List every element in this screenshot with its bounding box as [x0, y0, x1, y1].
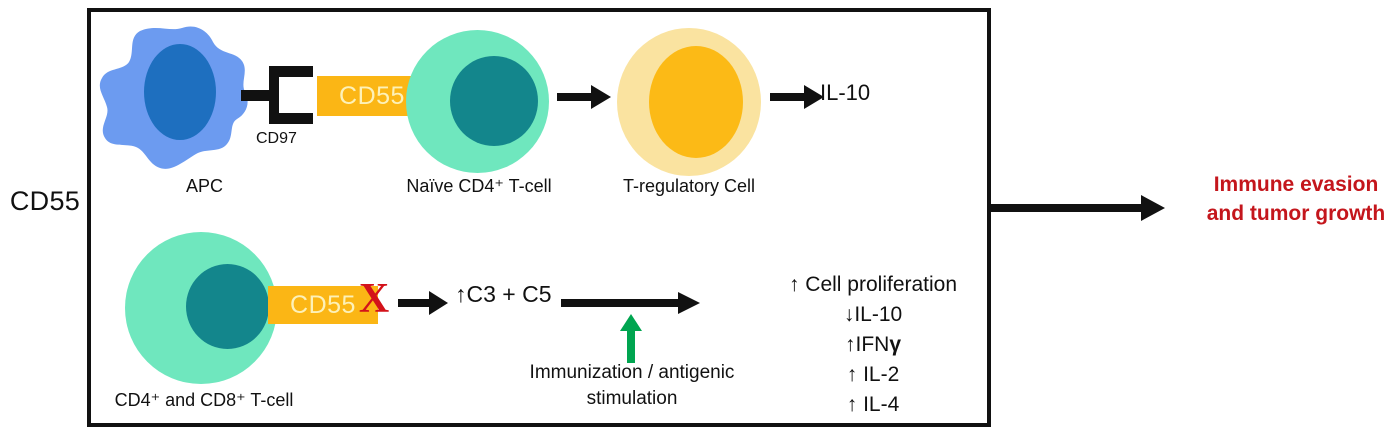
nucleus	[450, 56, 538, 146]
nucleus	[186, 264, 269, 349]
cd55-blocked-x-icon: X	[358, 276, 390, 322]
complement-c3-c5-label: ↑C3 + C5	[455, 281, 552, 307]
arrow-naive-to-treg	[557, 80, 613, 114]
immunization-stimulus-arrow	[619, 313, 643, 363]
arrow-to-complement	[398, 287, 450, 319]
arrow-complement-to-outcomes	[561, 290, 701, 316]
outcome-item: ↑IFNγ	[844, 333, 901, 356]
final-outcome-text: Immune evasion and tumor growth	[1196, 170, 1396, 228]
immunization-line-2: stimulation	[586, 388, 678, 409]
cd4-cd8-tcell	[125, 232, 277, 384]
apc-label: APC	[186, 176, 224, 196]
immunization-stimulus-label: Immunization / antigenic stimulation	[512, 360, 752, 412]
outcome-item: ↑ IL-4	[846, 393, 900, 416]
final-outcome-line-1: Immune evasion	[1213, 173, 1379, 196]
t-regulatory-cell-label: T-regulatory Cell	[622, 176, 756, 196]
cd55-ligand-top: CD55	[317, 76, 427, 116]
outcome-item: ↑ Cell proliferation	[788, 273, 958, 296]
naive-cd4-tcell	[406, 30, 549, 173]
arrow-to-final-outcome	[991, 192, 1167, 224]
immunization-line-1: Immunization / antigenic	[529, 362, 735, 383]
apc-cell	[96, 22, 264, 174]
cd97-receptor-icon	[241, 64, 321, 126]
t-regulatory-cell	[617, 28, 761, 176]
outcome-item: ↓IL-10	[843, 303, 903, 326]
arrow-treg-to-il10	[770, 80, 826, 114]
figure-title-cd55: CD55	[9, 186, 81, 216]
immune-outcomes-list: ↑ Cell proliferation ↓IL-10 ↑IFNγ ↑ IL-2…	[760, 270, 986, 420]
nucleus	[649, 46, 743, 158]
il10-output-label: IL-10	[820, 80, 871, 105]
cd55-ligand-bottom: CD55	[268, 286, 378, 324]
cd4-cd8-tcell-label: CD4⁺ and CD8⁺ T-cell	[114, 390, 294, 410]
cd97-label: CD97	[256, 130, 297, 147]
final-outcome-line-2: and tumor growth	[1206, 202, 1386, 225]
outcome-item: ↑ IL-2	[846, 363, 900, 386]
naive-cd4-tcell-label: Naïve CD4⁺ T-cell	[406, 176, 552, 196]
